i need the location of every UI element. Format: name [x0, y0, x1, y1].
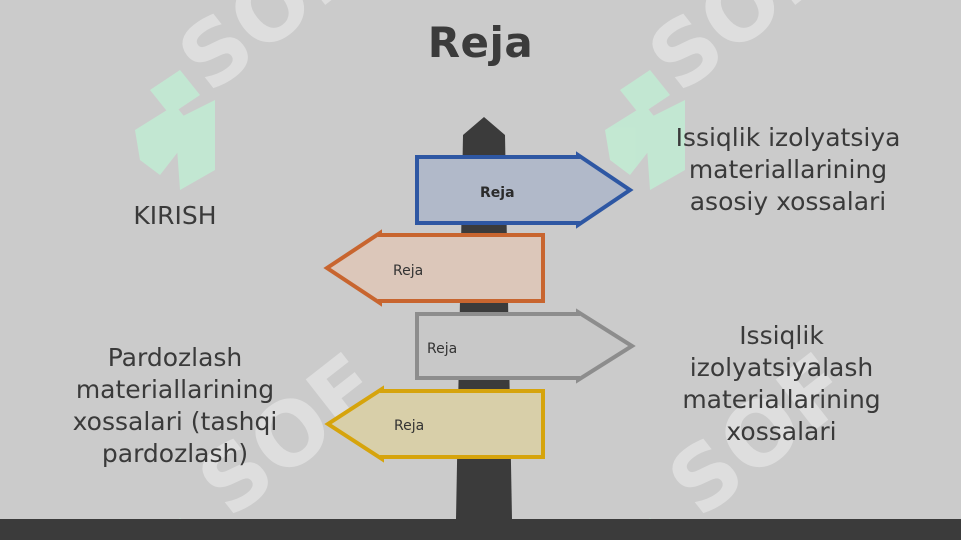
slide-title: Reja	[427, 18, 534, 67]
sign-label: Reja	[393, 263, 423, 279]
sign-label: Reja	[394, 418, 424, 434]
text-kirish: KIRISH	[133, 201, 217, 230]
text-issiqlik-izolyatsiya-asosiy: Issiqlik izolyatsiya materiallarining as…	[675, 123, 901, 216]
text-issiqlik-izolyatsiyalash: Issiqlik izolyatsiyalash materiallarinin…	[682, 321, 881, 446]
text-pardozlash-materiallari: Pardozlash materiallarining xossalari (t…	[72, 343, 278, 468]
sign-arrow-4[interactable]: Reja	[324, 385, 545, 463]
sign-label: Reja	[480, 185, 515, 201]
sign-arrow-1[interactable]: Reja	[415, 151, 634, 229]
sign-arrow-2[interactable]: Reja	[323, 229, 545, 307]
sign-arrow-3[interactable]: Reja	[415, 308, 636, 384]
ground-bar	[0, 519, 961, 540]
sign-label: Reja	[427, 341, 457, 357]
